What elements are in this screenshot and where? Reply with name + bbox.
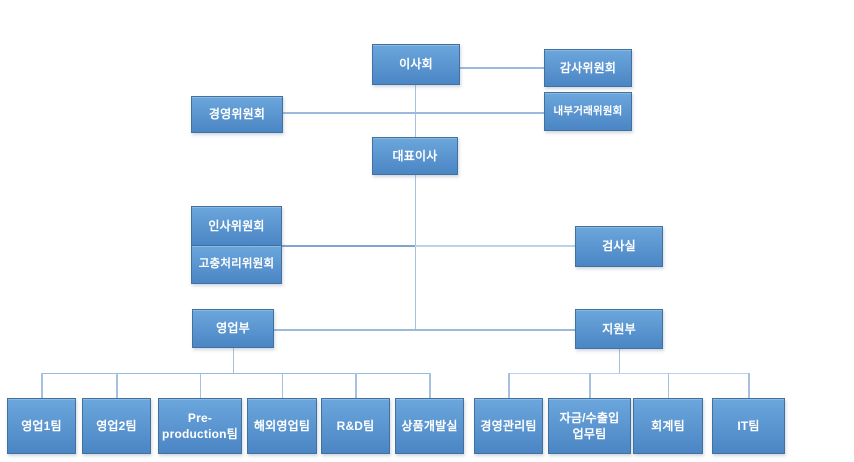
drop-sales-team2 [116,373,118,398]
drop-finance-team [589,373,591,398]
org-node-it-team: IT팀 [712,398,785,454]
rail-sales-teams [41,372,430,374]
org-node-management-admin-team: 경영관리팀 [474,398,543,454]
org-node-label: 회계팀 [651,418,685,433]
org-node-board: 이사회 [372,44,460,85]
org-node-label: 해외영업팀 [253,418,311,433]
org-node-audit-committee: 감사위원회 [544,49,632,87]
org-node-hr-committee: 인사위원회 [191,206,282,246]
connector-hr-to-trunk [282,245,416,247]
drop-rnd-team [355,373,357,398]
drop-sales-team1 [41,373,43,398]
drop-overseas-sales-team [281,373,283,398]
org-node-label: 대표이사 [392,148,438,163]
connector-management-to-internal-trade [283,112,544,114]
drop-it-team [748,373,750,398]
org-node-label: 이사회 [399,57,433,72]
org-node-label: 영업부 [216,321,250,336]
org-node-label: 영업1팀 [21,418,62,433]
org-node-label: 영업2팀 [96,418,137,433]
org-node-sales-division: 영업부 [192,309,274,348]
org-node-label: 검사실 [602,239,636,254]
org-node-label: 경영위원회 [208,107,266,122]
org-node-inspection-office: 검사실 [575,226,663,267]
drop-pre-production-team [199,373,201,398]
org-node-management-committee: 경영위원회 [191,96,283,133]
connector-sales-division-drop [232,348,234,373]
org-node-support-division: 지원부 [575,309,663,349]
org-node-label: 인사위원회 [208,218,265,233]
org-node-ceo: 대표이사 [372,137,458,175]
drop-management-admin-team [508,373,510,398]
org-node-sales-team2: 영업2팀 [82,398,151,454]
org-node-internal-trade-committee: 내부거래위원회 [544,92,632,131]
org-node-accounting-team: 회계팀 [633,398,703,454]
org-node-label: IT팀 [737,418,760,433]
org-node-finance-team: 자금/수출입 업무팀 [548,398,631,454]
org-node-pre-production-team: Pre- production팀 [158,398,242,454]
connector-board-to-audit [460,67,544,69]
org-node-label: 지원부 [602,321,636,336]
rail-support-teams [508,372,749,374]
org-node-product-dev-office: 상품개발실 [395,398,464,454]
org-node-rnd-team: R&D팀 [321,398,390,454]
org-node-label: 내부거래위원회 [553,105,623,118]
org-node-sales-team1: 영업1팀 [7,398,76,454]
drop-accounting-team [667,373,669,398]
connector-board-to-ceo [414,85,416,137]
connector-sales-to-support [274,329,575,331]
drop-product-dev-office [429,373,431,398]
connector-trunk-to-inspection [414,245,575,247]
org-node-label: 경영관리팀 [480,418,537,433]
org-node-grievance-committee: 고충처리위원회 [191,245,282,284]
org-node-label: R&D팀 [336,418,375,433]
org-node-overseas-sales-team: 해외영업팀 [247,398,317,454]
org-node-label: Pre- production팀 [162,410,238,441]
connector-support-division-drop [618,349,620,373]
org-node-label: 감사위원회 [559,60,617,75]
org-node-label: 상품개발실 [401,418,458,433]
connector-ceo-trunk [414,175,416,330]
org-node-label: 고충처리위원회 [198,257,275,270]
org-node-label: 자금/수출입 업무팀 [559,410,620,441]
